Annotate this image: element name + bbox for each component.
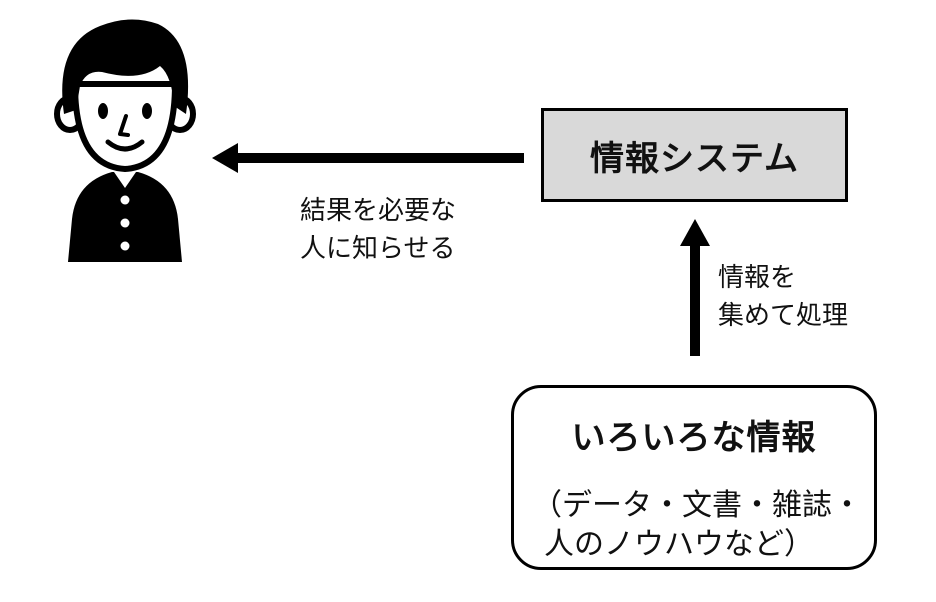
various-information-title: いろいろな情報 <box>571 418 817 458</box>
person-mouth <box>105 139 145 152</box>
arrow-to-person <box>212 143 524 173</box>
arrow-to-system <box>680 219 710 356</box>
person-hair <box>62 19 189 114</box>
collect-process-label: 情報を 集めて処理 <box>718 259 848 335</box>
various-information-box: いろいろな情報 （データ・文書・雑誌・ 人のノウハウなど） <box>511 385 877 570</box>
person-button <box>120 241 130 251</box>
information-system-box: 情報システム <box>541 108 848 202</box>
person-eye-left <box>98 103 108 119</box>
collect-process-label-line1: 情報を <box>718 263 797 293</box>
person-icon <box>54 19 196 262</box>
person-button <box>120 218 130 228</box>
various-information-examples-line1: （データ・文書・雑誌・ <box>532 488 862 523</box>
notify-result-label-line2: 人に知らせる <box>300 234 456 264</box>
person-eye-right <box>142 103 152 119</box>
person-button <box>120 195 130 205</box>
various-information-examples-line2: 人のノウハウなど） <box>544 527 814 562</box>
notify-result-label: 結果を必要な 人に知らせる <box>300 192 456 268</box>
person-nose <box>118 114 130 137</box>
notify-result-label-line1: 結果を必要な <box>300 196 457 226</box>
information-system-label: 情報システム <box>590 138 799 179</box>
collect-process-label-line2: 集めて処理 <box>718 301 849 331</box>
person-collar <box>114 172 136 188</box>
person-body <box>68 172 182 262</box>
